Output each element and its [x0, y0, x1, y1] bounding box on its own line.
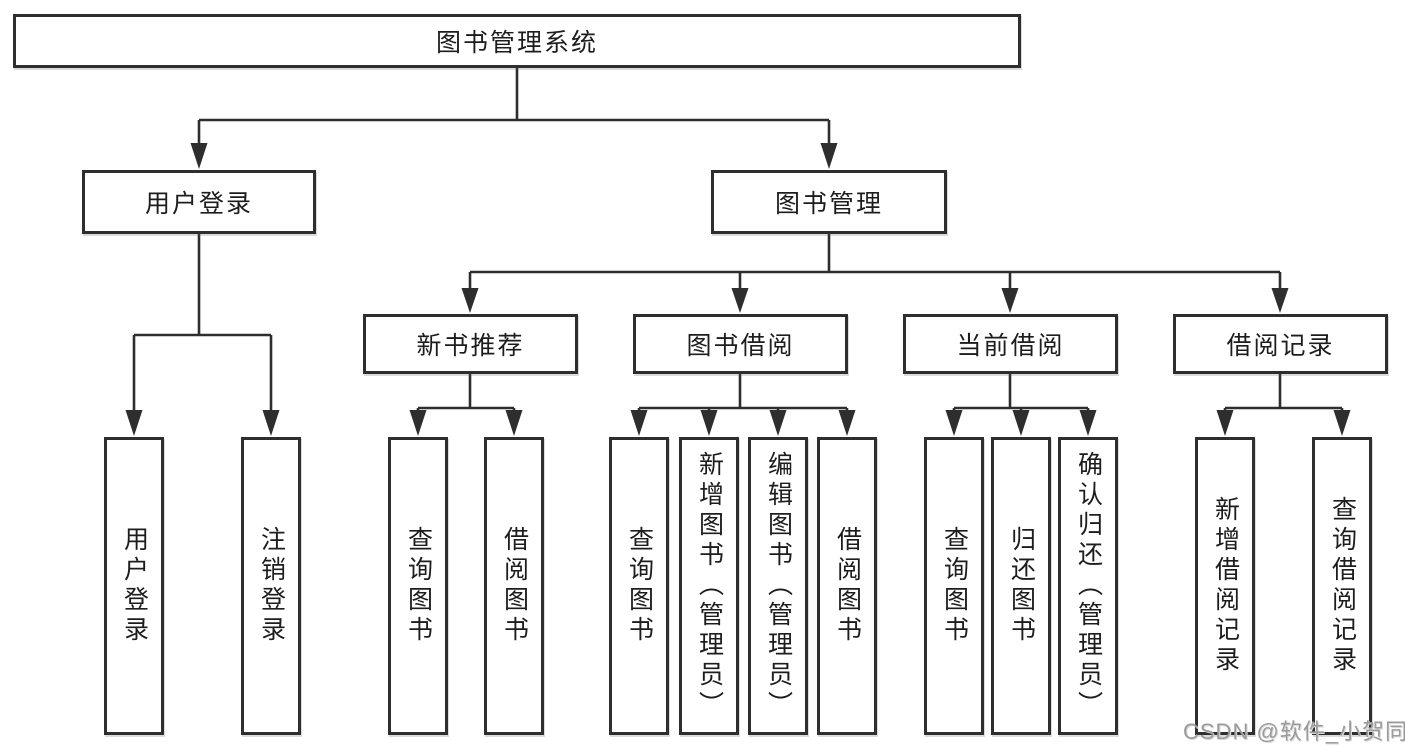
arrowheads-level2: [190, 143, 838, 169]
leaf-query-books-current-label: 查询图书: [940, 526, 969, 646]
arrowheads-new-books-leaves: [409, 410, 523, 436]
arrowheads-user-login-leaves: [125, 410, 280, 436]
leaf-confirm-return-admin: 确认归还（管理员）: [1058, 437, 1118, 735]
leaf-query-borrow-record: 查询借阅记录: [1312, 437, 1372, 735]
node-borrow-records-label: 借阅记录: [1226, 332, 1335, 360]
arrowheads-borrow-records-leaves: [1216, 410, 1351, 436]
leaf-query-books-borrow-label: 查询图书: [625, 526, 654, 646]
leaf-user-login-label: 用户登录: [120, 526, 149, 646]
leaf-query-books-newbooks-label: 查询图书: [404, 526, 433, 646]
leaf-return-book: 归还图书: [991, 437, 1051, 735]
node-book-mgmt: 图书管理: [711, 170, 947, 234]
arrowheads-level3: [461, 288, 1289, 313]
node-new-books: 新书推荐: [363, 314, 578, 374]
node-current-borrow-label: 当前借阅: [956, 332, 1065, 360]
leaf-edit-book-admin: 编辑图书（管理员）: [748, 437, 808, 735]
arrowheads-book-borrow-leaves: [630, 410, 856, 436]
leaf-borrow-books-newbooks: 借阅图书: [484, 437, 544, 735]
connector-new-books-to-leaves: [416, 374, 516, 412]
node-book-borrow: 图书借阅: [633, 314, 848, 374]
leaf-query-books-newbooks: 查询图书: [388, 437, 448, 735]
leaf-query-borrow-record-label: 查询借阅记录: [1328, 496, 1357, 676]
node-user-login: 用户登录: [82, 170, 316, 234]
arrowheads-current-borrow-leaves: [945, 410, 1097, 436]
node-new-books-label: 新书推荐: [416, 332, 525, 360]
leaf-add-book-admin-label: 新增图书（管理员）: [695, 451, 724, 721]
leaf-borrow-books-newbooks-label: 借阅图书: [500, 526, 529, 646]
node-borrow-records: 借阅记录: [1173, 314, 1388, 374]
node-root-label: 图书管理系统: [435, 29, 598, 57]
leaf-user-login: 用户登录: [104, 437, 164, 735]
node-root: 图书管理系统: [13, 14, 1021, 68]
connector-book-borrow-to-leaves: [637, 374, 849, 412]
leaf-add-book-admin: 新增图书（管理员）: [679, 437, 739, 735]
leaf-logout: 注销登录: [241, 437, 301, 735]
leaf-edit-book-admin-label: 编辑图书（管理员）: [764, 451, 793, 721]
leaf-logout-label: 注销登录: [257, 526, 286, 646]
leaf-query-books-current: 查询图书: [924, 437, 984, 735]
connector-user-login-to-leaves: [132, 234, 273, 412]
node-book-borrow-label: 图书借阅: [686, 332, 795, 360]
node-current-borrow: 当前借阅: [903, 314, 1118, 374]
node-book-mgmt-label: 图书管理: [774, 190, 883, 218]
leaf-borrow-books-borrow-label: 借阅图书: [833, 526, 862, 646]
leaf-borrow-books-borrow: 借阅图书: [817, 437, 877, 735]
node-user-login-label: 用户登录: [144, 190, 253, 218]
csdn-watermark: CSDN @软件_小贺同学: [1183, 719, 1405, 744]
connector-root-to-level2: [197, 68, 831, 145]
leaf-query-books-borrow: 查询图书: [609, 437, 669, 735]
leaf-confirm-return-admin-label: 确认归还（管理员）: [1074, 451, 1103, 721]
leaf-add-borrow-record-label: 新增借阅记录: [1211, 496, 1240, 676]
leaf-return-book-label: 归还图书: [1007, 526, 1036, 646]
connector-current-borrow-to-leaves: [952, 374, 1090, 412]
connector-borrow-records-to-leaves: [1223, 374, 1344, 412]
leaf-add-borrow-record: 新增借阅记录: [1195, 437, 1255, 735]
connector-book-mgmt-to-level3: [468, 234, 1282, 290]
